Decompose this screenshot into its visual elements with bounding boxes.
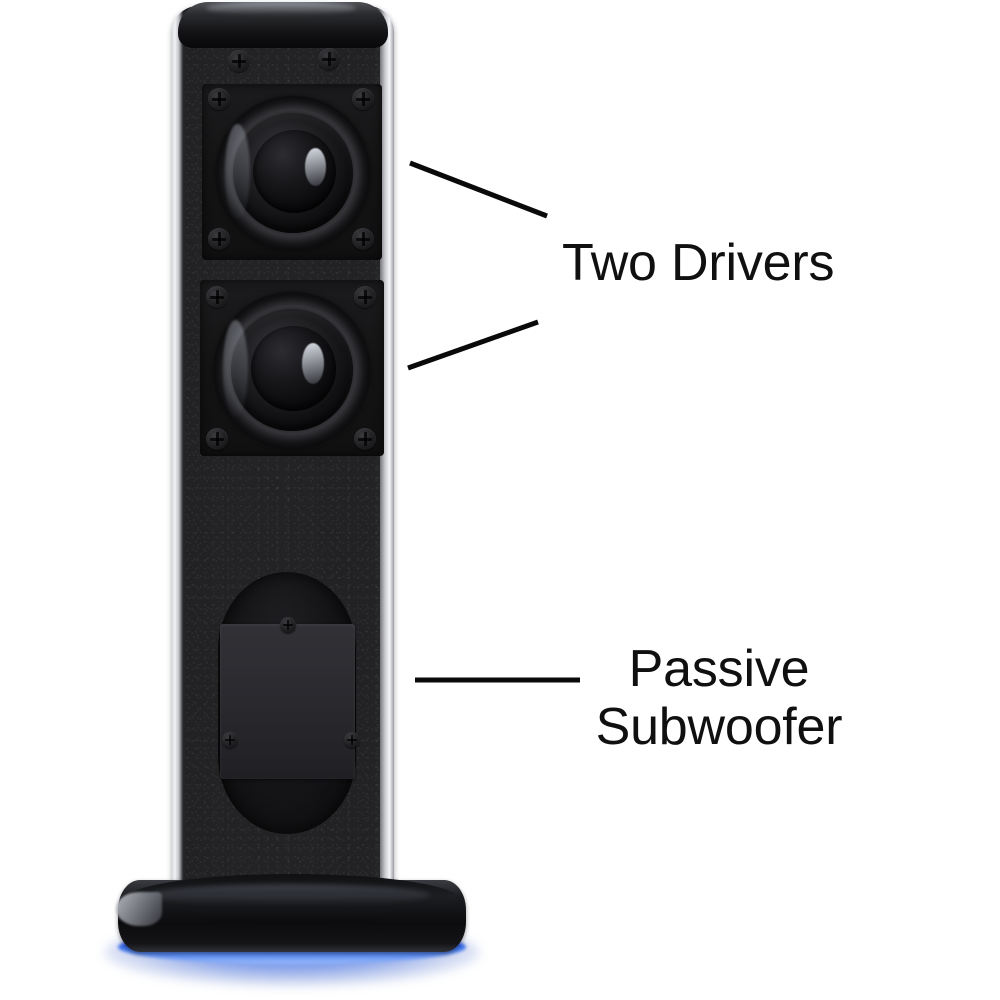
mounting-screw: [280, 617, 296, 633]
upper-speaker-driver: [216, 96, 370, 250]
driver-dome: [251, 326, 336, 411]
driver-surround-highlight: [225, 123, 250, 220]
mounting-screw: [354, 286, 376, 308]
driver-surround-highlight: [223, 320, 249, 417]
mounting-screw: [318, 48, 340, 70]
pedestal-base-top: [126, 874, 458, 924]
mounting-screw: [208, 228, 230, 250]
callout-label-line-2: Subwoofer: [595, 698, 843, 756]
mounting-screw: [208, 88, 230, 110]
lower-speaker-driver: [214, 292, 370, 448]
mounting-screw: [352, 228, 374, 250]
mounting-screw: [206, 286, 228, 308]
mounting-screw: [344, 732, 360, 748]
pedestal-base-highlight: [150, 884, 430, 906]
callout-label-two-drivers: Two Drivers: [562, 234, 835, 292]
mounting-screw: [352, 88, 374, 110]
dome-specular-highlight: [304, 148, 327, 187]
dome-specular-highlight: [301, 343, 324, 384]
driver-dome: [252, 129, 337, 214]
passive-subwoofer-plate: [220, 624, 355, 779]
mounting-screw: [206, 428, 228, 450]
mounting-screw: [354, 428, 376, 450]
callout-label-line-1: Passive: [628, 640, 810, 698]
mounting-screw: [228, 50, 250, 72]
mounting-screw: [222, 732, 238, 748]
pedestal-chrome-accent: [116, 892, 162, 926]
cabinet-top-highlight: [206, 1, 356, 15]
